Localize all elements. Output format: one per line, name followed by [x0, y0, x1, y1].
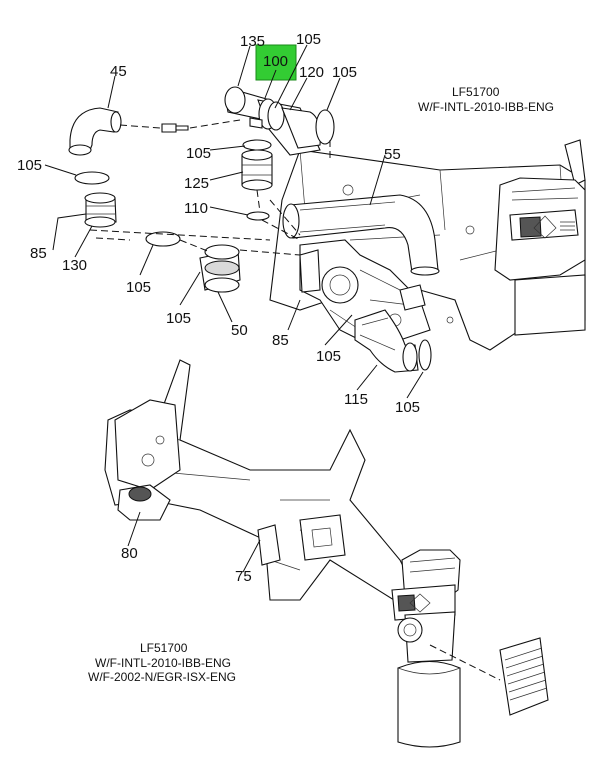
highlight-box-100	[255, 44, 297, 81]
coupling-130	[84, 192, 117, 228]
sleeve-125	[241, 149, 273, 191]
callout-50: 50	[231, 322, 248, 339]
coupling-50	[199, 244, 241, 293]
callout-125: 125	[184, 175, 209, 192]
elbow-tube-115	[354, 309, 419, 373]
callout-105-right: 105	[332, 64, 357, 81]
callout-105-top: 105	[296, 31, 321, 48]
lower-assembly	[104, 359, 549, 748]
callout-130: 130	[62, 257, 87, 274]
clamp-105-left	[74, 171, 110, 185]
caption-top: LF51700 W/F-INTL-2010-IBB-ENG	[418, 85, 554, 114]
caption-top-line1: LF51700	[452, 85, 500, 99]
callout-labels-upper: 135 100 105 45 120 105 105 105 55 125 11…	[17, 31, 420, 416]
callout-80: 80	[121, 545, 138, 562]
callout-105-br: 105	[395, 399, 420, 416]
air-intake-housing-lower	[391, 549, 461, 663]
bolt-part	[161, 123, 189, 133]
callout-labels-lower: 80 75	[121, 545, 252, 585]
clamp-105-right	[315, 109, 335, 145]
callout-105-left: 105	[17, 157, 42, 174]
callout-105-bl: 105	[166, 310, 191, 327]
callout-115: 115	[344, 391, 368, 408]
callout-100: 100	[263, 53, 288, 70]
callout-105-c: 105	[316, 348, 341, 365]
callout-110: 110	[184, 200, 208, 217]
caption-bottom-line3: W/F-2002-N/EGR-ISX-ENG	[88, 670, 236, 684]
caption-bottom-line2: W/F-INTL-2010-IBB-ENG	[95, 656, 231, 670]
air-filter-canister	[397, 661, 461, 748]
elbow-45	[68, 107, 122, 156]
clamp-105-c	[418, 339, 432, 371]
duct-100-120	[224, 86, 333, 156]
upper-assembly	[68, 86, 586, 373]
leader-lines-upper	[44, 44, 424, 399]
clamp-105-lower	[145, 231, 181, 247]
caption-bottom: LF51700 W/F-INTL-2010-IBB-ENG W/F-2002-N…	[88, 641, 236, 684]
callout-45: 45	[110, 63, 127, 80]
caption-bottom-line1: LF51700	[140, 641, 188, 655]
alignment-line-lower	[429, 644, 501, 681]
callout-75: 75	[235, 568, 252, 585]
intake-pipe-55	[282, 194, 440, 276]
bracket-75	[257, 524, 281, 566]
clamp-110	[246, 211, 270, 221]
callout-120: 120	[299, 64, 324, 81]
grille-panel	[499, 637, 549, 716]
air-intake-housing-upper	[494, 177, 586, 336]
caption-top-line2: W/F-INTL-2010-IBB-ENG	[418, 100, 554, 114]
callout-105-lower: 105	[126, 279, 151, 296]
callout-85-mid: 85	[272, 332, 289, 349]
turbo-cluster	[299, 239, 431, 346]
pipe-80	[117, 484, 171, 521]
alignment-lines-upper	[89, 119, 331, 256]
callout-85-left: 85	[30, 245, 47, 262]
callout-105-mid: 105	[186, 145, 211, 162]
clamp-105-mid	[242, 139, 272, 151]
callout-135: 135	[240, 33, 265, 50]
callout-55: 55	[384, 146, 401, 163]
leader-lines-lower	[127, 511, 261, 573]
